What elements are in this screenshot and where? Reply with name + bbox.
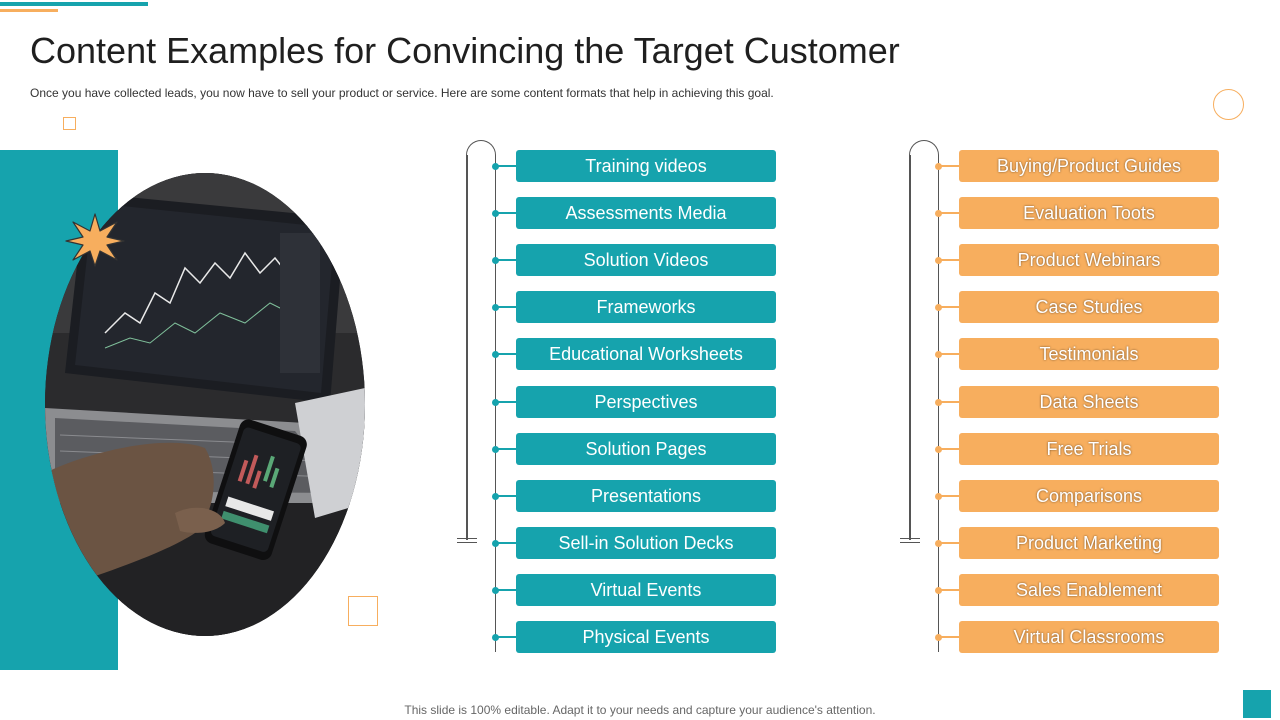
right-item-product-webinars: Product Webinars <box>959 244 1219 276</box>
right-item-comparisons: Comparisons <box>959 480 1219 512</box>
decorative-circle <box>1213 89 1244 120</box>
right-item-sales-enablement: Sales Enablement <box>959 574 1219 606</box>
decorative-corner-square <box>1243 690 1271 718</box>
footer-note: This slide is 100% editable. Adapt it to… <box>404 703 876 717</box>
left-item-physical-events: Physical Events <box>516 621 776 653</box>
right-connector-line <box>938 542 959 544</box>
top-accent-bar-orange <box>0 9 58 12</box>
right-connector-line <box>938 306 959 308</box>
right-connector-line <box>938 401 959 403</box>
starburst-icon <box>65 213 125 267</box>
left-item-perspectives: Perspectives <box>516 386 776 418</box>
page-title: Content Examples for Convincing the Targ… <box>30 30 900 71</box>
left-connector-line <box>495 542 516 544</box>
right-item-evaluation-toots: Evaluation Toots <box>959 197 1219 229</box>
left-connector-line <box>495 353 516 355</box>
right-item-virtual-classrooms: Virtual Classrooms <box>959 621 1219 653</box>
left-connector-line <box>495 212 516 214</box>
left-connector-line <box>495 259 516 261</box>
right-item-buying-product-guides: Buying/Product Guides <box>959 150 1219 182</box>
right-connector-line <box>938 353 959 355</box>
left-connector-line <box>495 306 516 308</box>
right-timeline-bracket <box>900 140 939 652</box>
page-subtitle: Once you have collected leads, you now h… <box>30 86 774 100</box>
left-item-solution-videos: Solution Videos <box>516 244 776 276</box>
right-item-testimonials: Testimonials <box>959 338 1219 370</box>
left-item-presentations: Presentations <box>516 480 776 512</box>
right-item-case-studies: Case Studies <box>959 291 1219 323</box>
left-item-frameworks: Frameworks <box>516 291 776 323</box>
top-accent-bar-teal <box>0 2 148 6</box>
decorative-square-small <box>63 117 76 130</box>
left-connector-line <box>495 636 516 638</box>
left-item-solution-pages: Solution Pages <box>516 433 776 465</box>
right-connector-line <box>938 589 959 591</box>
right-connector-line <box>938 495 959 497</box>
left-connector-line <box>495 589 516 591</box>
left-connector-line <box>495 401 516 403</box>
right-item-data-sheets: Data Sheets <box>959 386 1219 418</box>
right-connector-line <box>938 448 959 450</box>
left-timeline-bracket <box>457 140 496 652</box>
left-connector-line <box>495 165 516 167</box>
left-item-sell-in-solution-decks: Sell-in Solution Decks <box>516 527 776 559</box>
left-connector-line <box>495 448 516 450</box>
left-item-training-videos: Training videos <box>516 150 776 182</box>
left-item-virtual-events: Virtual Events <box>516 574 776 606</box>
right-connector-line <box>938 259 959 261</box>
left-item-assessments-media: Assessments Media <box>516 197 776 229</box>
right-item-product-marketing: Product Marketing <box>959 527 1219 559</box>
left-item-educational-worksheets: Educational Worksheets <box>516 338 776 370</box>
right-item-free-trials: Free Trials <box>959 433 1219 465</box>
left-connector-line <box>495 495 516 497</box>
right-connector-line <box>938 212 959 214</box>
decorative-square-large <box>348 596 378 626</box>
right-connector-line <box>938 165 959 167</box>
right-connector-line <box>938 636 959 638</box>
